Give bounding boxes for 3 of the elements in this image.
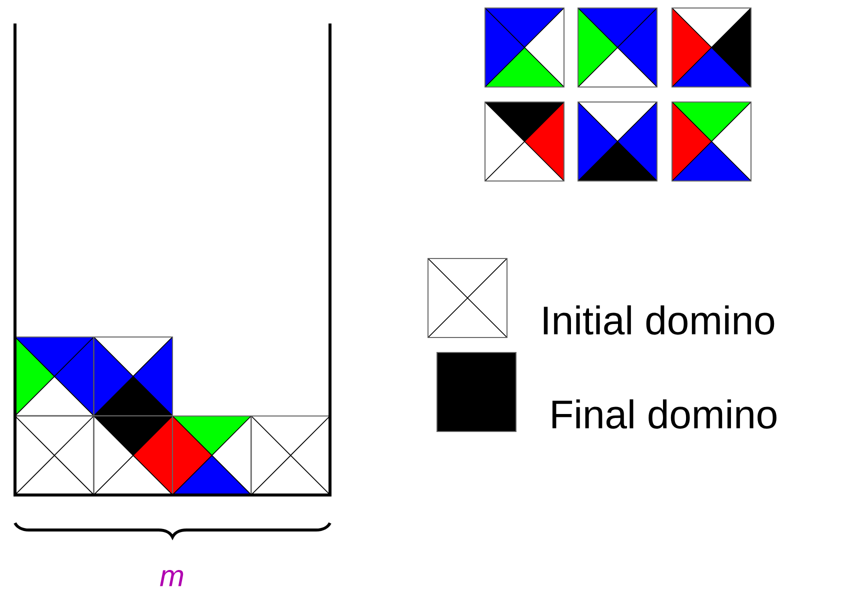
- legend-label: Final domino: [552, 399, 776, 429]
- legend-label: Initial domino: [544, 305, 774, 335]
- variable-label: m: [160, 570, 184, 586]
